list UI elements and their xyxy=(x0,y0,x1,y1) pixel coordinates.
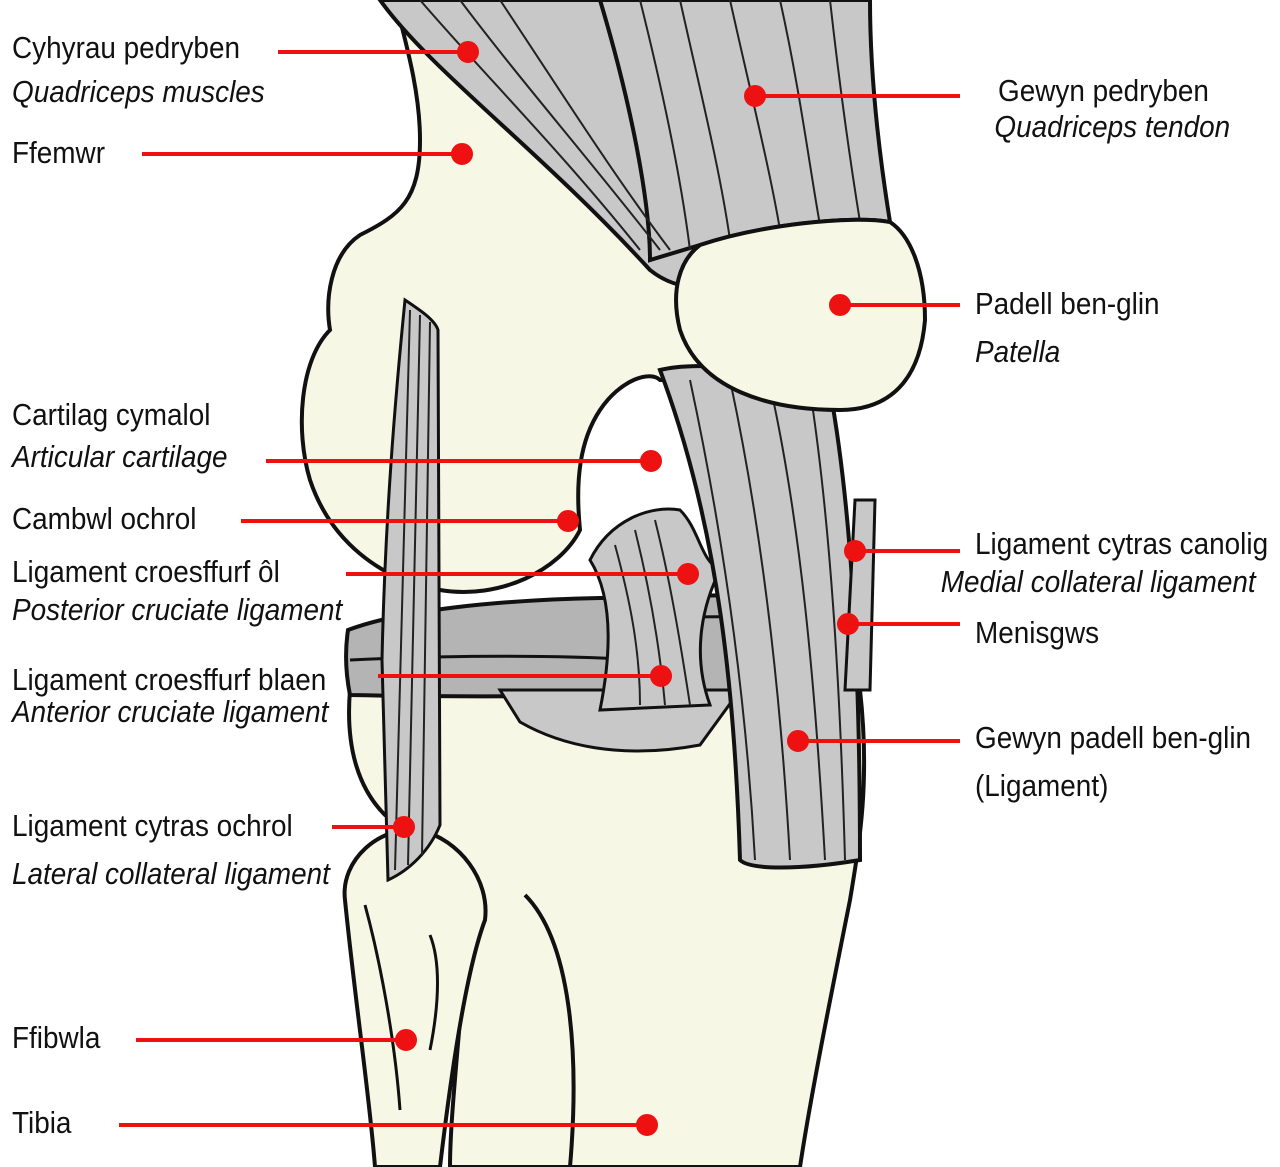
label-posterior-cruciate-latin: Posterior cruciate ligament xyxy=(12,592,343,627)
label-medial-collateral-welsh: Ligament cytras canolig xyxy=(975,526,1269,561)
label-meniscus: Menisgws xyxy=(975,615,1099,651)
label-lateral-collateral-latin: Lateral collateral ligament xyxy=(12,856,330,891)
label-quadriceps-tendon: Gewyn pedryben Quadriceps tendon xyxy=(994,73,1230,145)
patella-shape xyxy=(674,217,928,413)
label-lateral-collateral-welsh: Ligament cytras ochrol xyxy=(12,808,293,843)
label-patellar-ligament-welsh: Gewyn padell ben-glin xyxy=(975,720,1252,755)
label-femur-welsh: Ffemwr xyxy=(12,135,105,170)
label-quadriceps-muscles-latin: Quadriceps muscles xyxy=(12,74,265,109)
label-anterior-cruciate: Ligament croesffurf blaen Anterior cruci… xyxy=(12,662,328,730)
label-quadriceps-tendon-welsh: Gewyn pedryben xyxy=(998,73,1209,108)
label-medial-collateral: Ligament cytras canolig Medial collatera… xyxy=(941,526,1269,600)
label-fibula: Ffibwla xyxy=(12,1020,100,1056)
label-femur: Ffemwr xyxy=(12,135,105,171)
label-patellar-ligament: Gewyn padell ben-glin (Ligament) xyxy=(975,720,1251,804)
label-patellar-ligament-latin: (Ligament) xyxy=(975,768,1109,803)
label-tibia-welsh: Tibia xyxy=(12,1105,72,1140)
label-lateral-collateral: Ligament cytras ochrol Lateral collatera… xyxy=(12,808,330,892)
label-fibula-welsh: Ffibwla xyxy=(12,1020,101,1055)
leader-lines xyxy=(119,41,960,1136)
label-posterior-cruciate: Ligament croesffurf ôl Posterior cruciat… xyxy=(12,554,342,628)
label-articular-cartilage: Cartilag cymalol Articular cartilage xyxy=(12,397,228,475)
label-anterior-cruciate-welsh: Ligament croesffurf blaen xyxy=(12,662,327,697)
label-medial-collateral-latin: Medial collateral ligament xyxy=(940,564,1256,599)
label-lateral-condyle: Cambwl ochrol xyxy=(12,501,197,537)
muscle-fibers xyxy=(419,0,861,251)
label-articular-cartilage-latin: Articular cartilage xyxy=(12,439,228,474)
lateral-collateral-ligament-shape xyxy=(380,297,442,883)
label-patella-welsh: Padell ben-glin xyxy=(975,286,1160,321)
label-patella: Padell ben-glin Patella xyxy=(975,286,1160,370)
label-tibia: Tibia xyxy=(12,1105,71,1141)
label-quadriceps-tendon-latin: Quadriceps tendon xyxy=(994,109,1231,144)
label-quadriceps-muscles-welsh: Cyhyrau pedryben xyxy=(12,30,240,65)
label-patella-latin: Patella xyxy=(975,334,1061,369)
label-anterior-cruciate-latin: Anterior cruciate ligament xyxy=(12,694,329,729)
label-articular-cartilage-welsh: Cartilag cymalol xyxy=(12,397,211,432)
label-lateral-condyle-welsh: Cambwl ochrol xyxy=(12,501,197,536)
label-quadriceps-muscles: Cyhyrau pedryben Quadriceps muscles xyxy=(12,30,265,110)
cruciate-ligaments-shape xyxy=(588,507,723,712)
label-posterior-cruciate-welsh: Ligament croesffurf ôl xyxy=(12,554,280,589)
label-meniscus-welsh: Menisgws xyxy=(975,615,1100,650)
